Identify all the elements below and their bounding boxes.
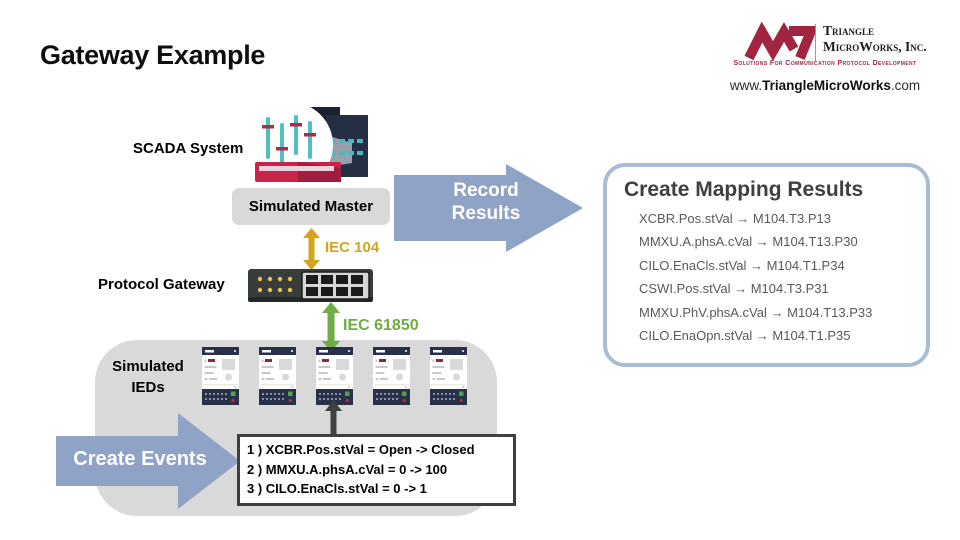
event-line: 1 ) XCBR.Pos.stVal = Open -> Closed (247, 442, 475, 457)
event-line: 2 ) MMXU.A.phsA.cVal = 0 -> 100 (247, 461, 448, 477)
right-arrow-icon (394, 164, 583, 252)
simulated-master-label: Simulated Master (248, 198, 374, 215)
company-logo: Triangle MicroWorks, Inc. Solutions For … (712, 14, 938, 100)
create-events-arrow: Create Events (56, 413, 240, 509)
mapping-rows: XCBR.Pos.stVal → M104.T3.P13 MMXU.A.phsA… (639, 207, 872, 347)
ied-card (430, 347, 467, 405)
logo-mark-icon (744, 22, 816, 61)
mapping-row: MMXU.PhV.phsA.cVal → M104.T13.P33 (639, 304, 873, 320)
network-switch-illustration (248, 269, 373, 302)
simulated-ieds-label: Simulated IEDs (112, 358, 184, 396)
protocol-gateway-label: Protocol Gateway (98, 276, 225, 293)
mapping-row: XCBR.Pos.stVal → M104.T3.P13 (639, 211, 831, 226)
create-events-label: Create Events (73, 448, 207, 470)
mapping-row: CILO.EnaCls.stVal → M104.T1.P34 (639, 257, 845, 273)
mapping-panel-title: Create Mapping Results (624, 178, 864, 201)
event-line: 3 ) CILO.EnaCls.stVal = 0 -> 1 (247, 481, 427, 496)
record-results-label: Record Results (451, 180, 521, 224)
ied-card (373, 347, 410, 405)
ied-card (202, 347, 239, 405)
events-box: 1 ) XCBR.Pos.stVal = Open -> Closed 2 ) … (237, 434, 516, 506)
mapping-results-panel: Create Mapping Results XCBR.Pos.stVal → … (603, 163, 930, 367)
scada-system-illustration (248, 103, 368, 183)
company-tagline: Solutions For Communication Protocol Dev… (733, 60, 917, 67)
page-title: Gateway Example (40, 40, 266, 70)
iec61850-double-arrow-icon (322, 302, 340, 352)
mapping-row: CILO.EnaOpn.stVal → M104.T1.P35 (639, 328, 851, 344)
ied-card (259, 347, 296, 405)
right-arrow-icon (56, 413, 240, 509)
scada-system-label: SCADA System (133, 140, 244, 157)
iec61850-label: IEC 61850 (343, 317, 419, 334)
mapping-row: CSWI.Pos.stVal → M104.T3.P31 (639, 281, 829, 297)
up-arrow-icon (325, 400, 342, 436)
simulated-master-box: Simulated Master (232, 188, 390, 225)
iec104-double-arrow-icon (303, 228, 320, 270)
logo-divider (815, 24, 816, 62)
company-name: Triangle MicroWorks, Inc. (823, 23, 927, 54)
mapping-row: MMXU.A.phsA.cVal → M104.T13.P30 (639, 234, 858, 250)
record-results-arrow: Record Results (394, 164, 584, 252)
ied-card (316, 347, 353, 405)
iec104-label: IEC 104 (325, 239, 380, 256)
company-website: www.TriangleMicroWorks.com (729, 78, 921, 93)
